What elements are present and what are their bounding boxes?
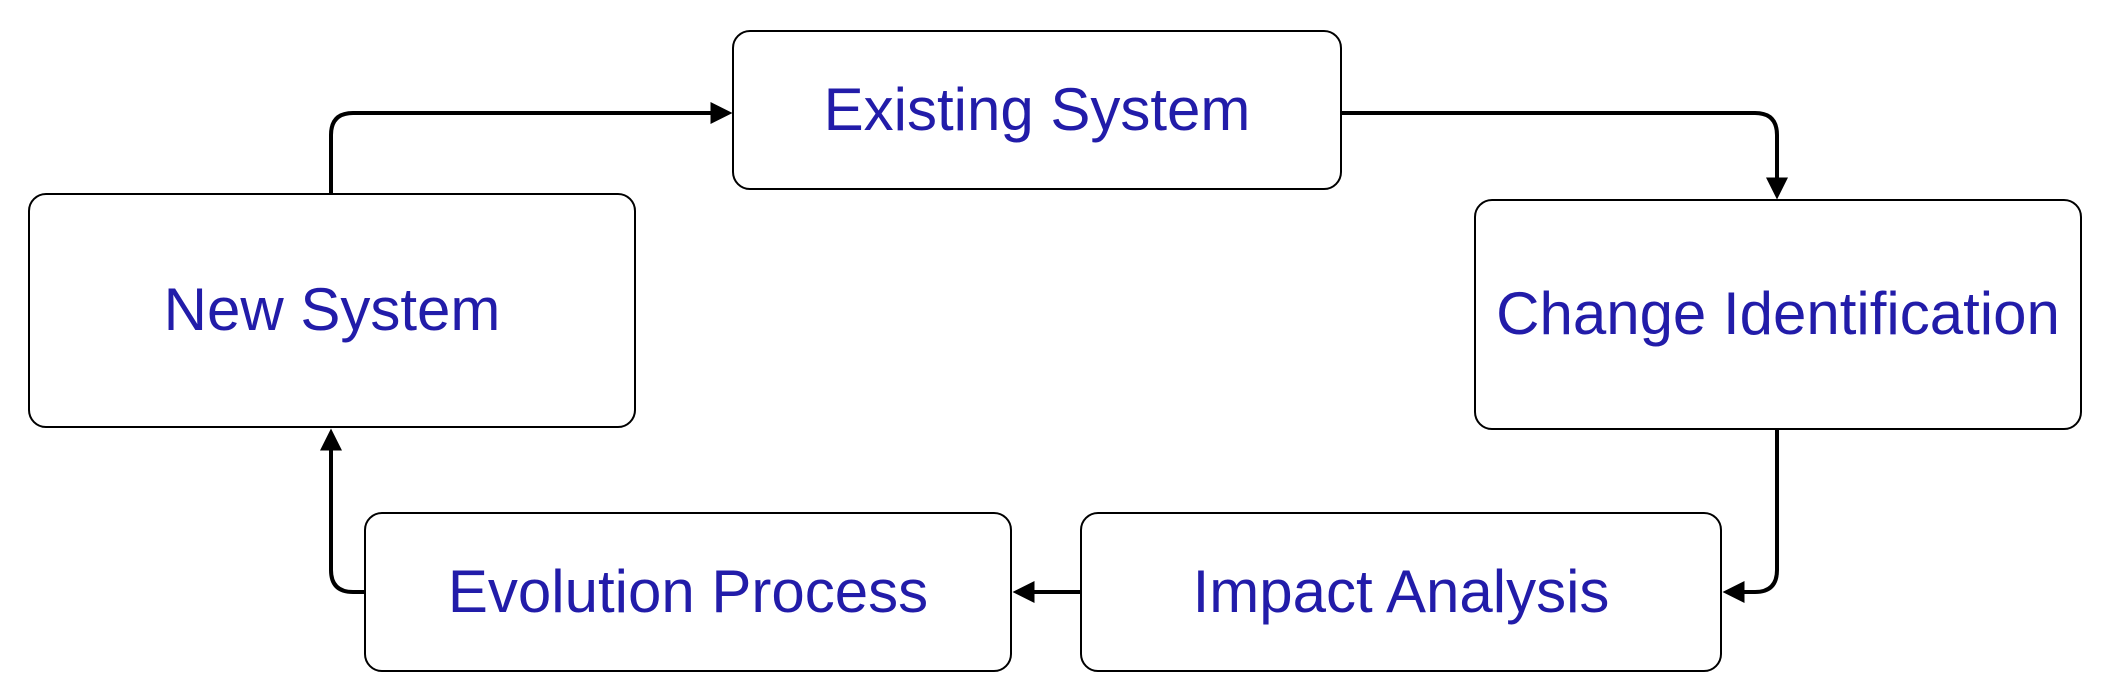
node-impact-analysis: Impact Analysis xyxy=(1080,512,1722,672)
edge-new-system-to-existing-system xyxy=(329,102,733,193)
node-label-new-system: New System xyxy=(163,276,501,344)
node-label-impact-analysis: Impact Analysis xyxy=(1192,557,1610,625)
node-existing-system: Existing System xyxy=(732,30,1342,190)
node-label-existing-system: Existing System xyxy=(823,75,1251,143)
node-new-system: New System xyxy=(28,193,636,428)
edge-evolution-process-to-new-system xyxy=(320,428,364,594)
edge-change-identification-to-impact-analysis xyxy=(1722,430,1779,603)
node-label-change-identification: Change Identification xyxy=(1496,280,2060,348)
node-change-identification: Change Identification xyxy=(1474,199,2082,430)
node-evolution-process: Evolution Process xyxy=(364,512,1012,672)
edge-existing-system-to-change-identification xyxy=(1342,111,1788,200)
node-label-evolution-process: Evolution Process xyxy=(447,557,929,625)
